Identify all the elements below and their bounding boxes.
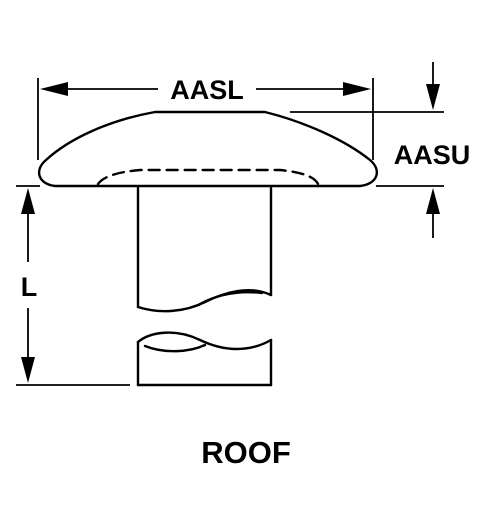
shank-break-lower-inner bbox=[143, 343, 207, 353]
shank-break-lower bbox=[136, 331, 273, 351]
aasl-arrow-left bbox=[40, 82, 68, 96]
l-arrow-top bbox=[21, 188, 35, 214]
rivet-head bbox=[37, 110, 379, 188]
aasl-label: AASL bbox=[170, 75, 244, 105]
aasu-arrow-top bbox=[426, 84, 440, 110]
figure-caption: ROOF bbox=[201, 435, 291, 470]
aasl-arrow-right bbox=[343, 82, 371, 96]
l-label: L bbox=[21, 272, 38, 302]
shank-break-upper-inner bbox=[198, 291, 264, 306]
l-arrow-bottom bbox=[21, 357, 35, 383]
aasu-arrow-bottom bbox=[426, 188, 440, 214]
hidden-underhead-line bbox=[96, 168, 320, 186]
aasu-label: AASU bbox=[394, 140, 471, 170]
